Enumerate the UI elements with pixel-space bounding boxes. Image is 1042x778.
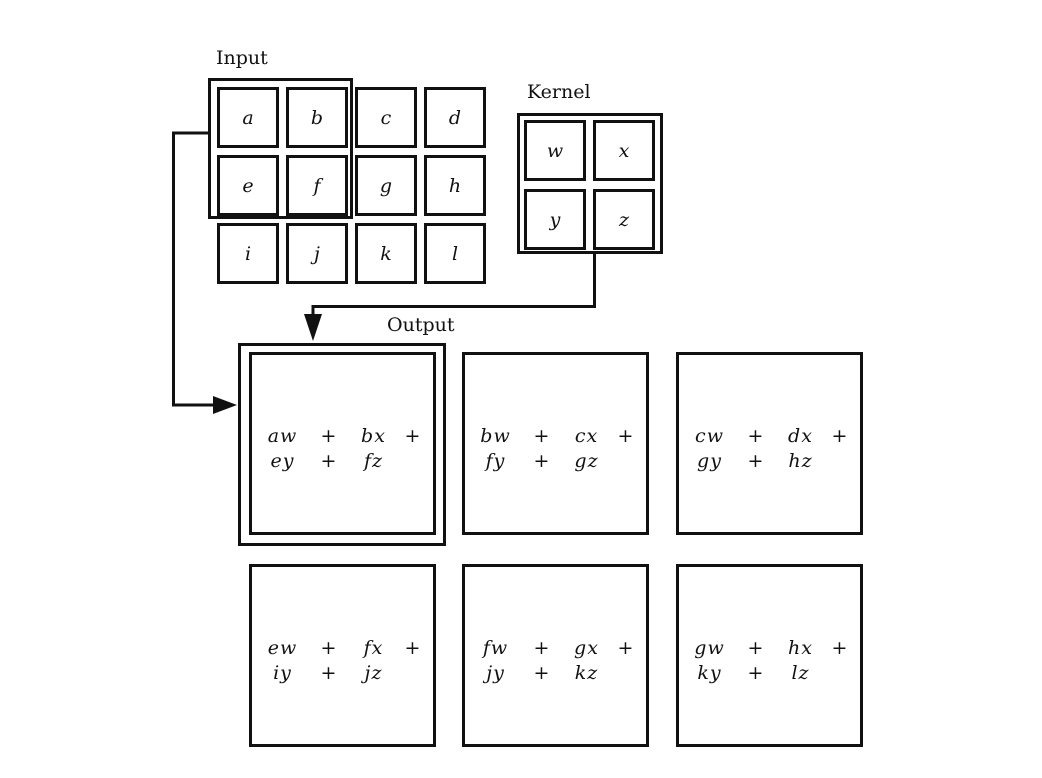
expr-plus: + [320,661,337,684]
expr-term: hz [788,449,813,472]
output-expression-4: ew + fx + iy + jz [258,636,428,686]
expr-plus: + [831,424,848,447]
expr-plus: + [404,424,421,447]
input-cell-h: h [424,155,486,216]
expr-plus: + [747,661,764,684]
kernel-cell-y: y [524,189,586,250]
output-box-1: aw + bx + ey + fz [249,352,436,535]
output-expression-2: bw + cx + fy + gz [471,424,641,474]
expr-plus: + [404,636,421,659]
expr-term: ey [270,449,295,472]
expr-term: gz [574,449,599,472]
input-cell-c: c [355,87,417,148]
arrowhead-right-icon [213,396,237,414]
expr-term: hx [788,636,813,659]
expr-term: lz [791,661,810,684]
expr-plus: + [533,661,550,684]
output-box-6: gw + hx + ky + lz [676,564,863,747]
expr-plus: + [533,424,550,447]
expr-term: fy [485,449,506,472]
input-cell-j: j [286,223,348,284]
output-expression-6: gw + hx + ky + lz [685,636,855,686]
kernel-label: Kernel [527,81,591,103]
expr-term: jy [486,661,505,684]
output-label: Output [387,314,455,336]
expr-plus: + [320,636,337,659]
output-box-2: bw + cx + fy + gz [462,352,649,535]
output-box-3: cw + dx + gy + hz [676,352,863,535]
expr-term: ky [697,661,722,684]
expr-plus: + [617,636,634,659]
expr-plus: + [533,449,550,472]
expr-term: fz [363,449,384,472]
expr-term: ew [267,636,298,659]
output-box-4: ew + fx + iy + jz [249,564,436,747]
arrowhead-down-icon [304,314,322,341]
arrow-input-to-output [172,131,214,407]
expr-plus: + [831,636,848,659]
expr-term: gw [694,636,725,659]
input-cell-k: k [355,223,417,284]
input-cell-b: b [286,87,348,148]
expr-plus: + [747,636,764,659]
expr-term: bx [361,424,386,447]
kernel-cell-w: w [524,120,586,181]
expr-term: fw [482,636,509,659]
expr-term: jz [364,661,383,684]
expr-term: gy [697,449,722,472]
expr-term: cw [695,424,724,447]
expr-plus: + [747,449,764,472]
expr-term: gx [574,636,599,659]
expr-term: cx [574,424,599,447]
expr-plus: + [617,424,634,447]
output-expression-3: cw + dx + gy + hz [685,424,855,474]
expr-plus: + [533,636,550,659]
output-highlight-outline [238,343,446,546]
input-cell-i: i [217,223,279,284]
input-cell-a: a [217,87,279,148]
input-label: Input [216,47,268,69]
input-cell-g: g [355,155,417,216]
expr-plus: + [320,424,337,447]
input-cell-l: l [424,223,486,284]
expr-term: aw [267,424,298,447]
input-grid: a b c d e f g h i j k l [217,87,486,284]
kernel-cell-x: x [593,120,655,181]
output-expression-1: aw + bx + ey + fz [258,424,428,474]
kernel-grid: w x y z [524,120,655,250]
input-cell-f: f [286,155,348,216]
output-box-5: fw + gx + jy + kz [462,564,649,747]
input-cell-e: e [217,155,279,216]
expr-term: dx [788,424,813,447]
input-cell-d: d [424,87,486,148]
expr-plus: + [747,424,764,447]
expr-term: bw [480,424,511,447]
output-expression-5: fw + gx + jy + kz [471,636,641,686]
expr-term: iy [273,661,292,684]
expr-plus: + [320,449,337,472]
expr-term: kz [574,661,599,684]
expr-term: fx [363,636,384,659]
kernel-cell-z: z [593,189,655,250]
